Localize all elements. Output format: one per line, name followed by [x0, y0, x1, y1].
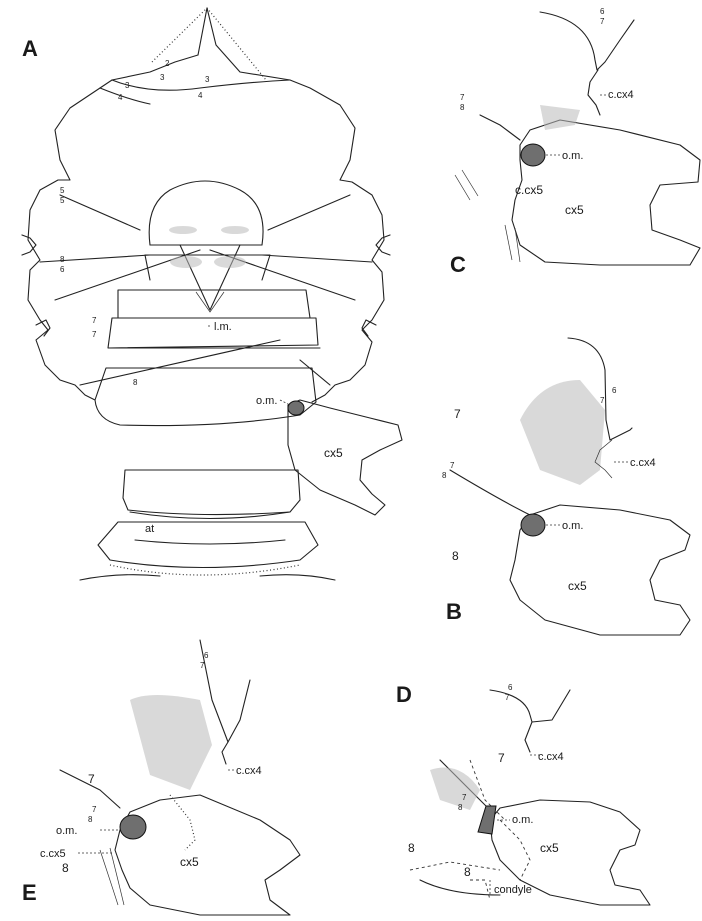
suture-number: 8	[133, 378, 138, 387]
suture-number: 4	[198, 91, 203, 100]
label-cx5: cx5	[565, 203, 584, 217]
suture-number: 3	[205, 75, 210, 84]
panel-d: D 6 7 7 7 8 8 8 c.cx4 o.m. cx5 condyle	[396, 682, 650, 905]
suture-number: 3	[160, 73, 165, 82]
suture-number: 7	[200, 661, 205, 670]
suture-number: 8	[442, 471, 447, 480]
panel-e: E 6 7 7 7 8 8 c.cx4 o.m. c.cx5 cx5	[22, 640, 300, 915]
suture-number: 8	[88, 815, 93, 824]
suture-number: 6	[612, 386, 617, 395]
label-ccx5: c.cx5	[515, 183, 543, 197]
label-ccx4: c.cx4	[538, 751, 564, 763]
label-om: o.m.	[56, 825, 77, 837]
label-om: o.m.	[562, 150, 583, 162]
label-ccx4: c.cx4	[630, 457, 656, 469]
label-ccx5: c.cx5	[40, 848, 66, 860]
label-condyle: condyle	[494, 884, 532, 896]
suture-number: 7	[92, 330, 97, 339]
suture-number: 7	[454, 407, 461, 421]
panel-letter-b: B	[446, 599, 462, 624]
label-lm: l.m.	[214, 321, 232, 333]
suture-number: 8	[452, 549, 459, 563]
suture-number: 7	[600, 396, 605, 405]
suture-number: 4	[118, 93, 123, 102]
label-cx5: cx5	[180, 855, 199, 869]
suture-number: 7	[460, 93, 465, 102]
label-cx5: cx5	[324, 446, 343, 460]
suture-number: 7	[88, 772, 95, 786]
suture-number: 7	[505, 693, 510, 702]
suture-number: 8	[460, 103, 465, 112]
panel-c: C 6 7 7 8 c.cx4 o.m. c.cx5 cx5	[450, 7, 700, 277]
suture-number: 7	[92, 316, 97, 325]
label-om: o.m.	[512, 814, 533, 826]
suture-number: 8	[464, 865, 471, 879]
suture-number: 6	[60, 265, 65, 274]
suture-number: 6	[600, 7, 605, 16]
suture-number: 6	[204, 651, 209, 660]
suture-number: 3	[125, 81, 130, 90]
panel-b: B 7 6 7 7 8 8 c.cx4 o.m. cx5	[442, 338, 690, 635]
suture-number: 7	[462, 793, 467, 802]
panel-letter-e: E	[22, 880, 37, 905]
panel-letter-c: C	[450, 252, 466, 277]
suture-number: 8	[62, 861, 69, 875]
suture-number: 7	[498, 751, 505, 765]
suture-number: 7	[92, 805, 97, 814]
panel-letter-d: D	[396, 682, 412, 707]
panel-letter-a: A	[22, 36, 38, 61]
suture-number: 5	[60, 196, 65, 205]
label-ccx4: c.cx4	[608, 89, 634, 101]
label-om: o.m.	[256, 395, 277, 407]
suture-number: 7	[600, 17, 605, 26]
label-om: o.m.	[562, 520, 583, 532]
suture-number: 5	[60, 186, 65, 195]
label-cx5: cx5	[540, 841, 559, 855]
label-cx5: cx5	[568, 579, 587, 593]
suture-number: 8	[408, 841, 415, 855]
suture-number: 7	[450, 461, 455, 470]
panel-a: A	[22, 8, 402, 580]
suture-number: 8	[60, 255, 65, 264]
suture-number: 2	[165, 59, 170, 68]
suture-number: 6	[508, 683, 513, 692]
label-at: at	[145, 523, 154, 535]
suture-number: 8	[458, 803, 463, 812]
label-ccx4: c.cx4	[236, 765, 262, 777]
